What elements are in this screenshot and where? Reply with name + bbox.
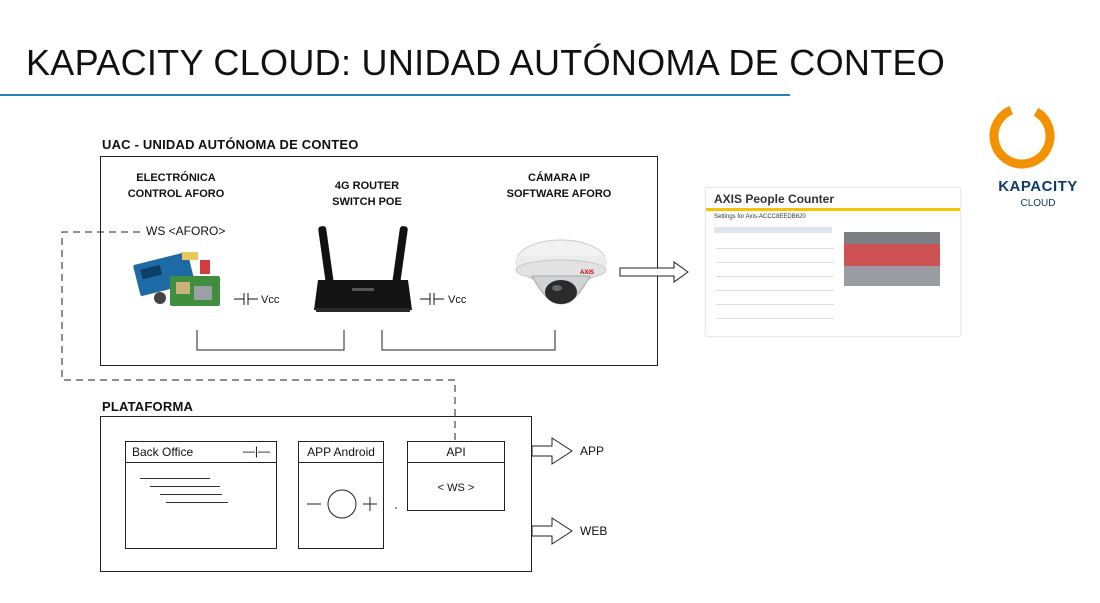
electronica-label: ELECTRÓNICA CONTROL AFORO bbox=[120, 170, 232, 202]
app-android-window: APP Android bbox=[298, 441, 384, 549]
axis-camera-preview bbox=[844, 232, 940, 286]
plataforma-container bbox=[100, 416, 532, 572]
text-line bbox=[150, 486, 220, 487]
electronica-line2: CONTROL AFORO bbox=[127, 188, 225, 200]
vcc-label-2: Vcc bbox=[448, 294, 467, 306]
text-line bbox=[166, 502, 228, 503]
axis-people-counter-screenshot: AXIS People Counter Settings for Axis-AC… bbox=[706, 188, 960, 336]
backoffice-titlebar: Back Office —|— bbox=[126, 442, 276, 463]
kapacity-logo-name: KAPACITY bbox=[998, 178, 1078, 195]
app-android-titlebar: APP Android bbox=[299, 442, 383, 463]
svg-text:AXIS: AXIS bbox=[580, 270, 594, 276]
output-web-label: WEB bbox=[580, 524, 608, 538]
axis-setting-row bbox=[716, 254, 834, 263]
ws-aforo-label: WS <AFORO> bbox=[146, 224, 226, 238]
kapacity-logo: KAPACITY CLOUD bbox=[986, 98, 1090, 214]
vcc-label-1: Vcc bbox=[261, 294, 280, 306]
electronica-line1: ELECTRÓNICA bbox=[136, 172, 216, 184]
app-android-title: APP Android bbox=[307, 445, 375, 459]
kapacity-logo-sub: CLOUD bbox=[1020, 198, 1056, 209]
output-app-label: APP bbox=[580, 444, 605, 458]
text-line bbox=[140, 478, 210, 479]
router-line1: 4G ROUTER bbox=[334, 180, 400, 192]
uac-heading: UAC - UNIDAD AUTÓNOMA DE CONTEO bbox=[102, 137, 359, 152]
title-underline bbox=[0, 94, 790, 96]
axis-title: AXIS People Counter bbox=[714, 192, 835, 206]
page-title: KAPACITY CLOUD: UNIDAD AUTÓNOMA DE CONTE… bbox=[26, 42, 946, 83]
axis-section-bar bbox=[714, 227, 832, 233]
axis-setting-row bbox=[716, 296, 834, 305]
ip-camera-icon: AXIS bbox=[515, 239, 607, 305]
backoffice-window: Back Office —|— bbox=[125, 441, 277, 549]
axis-subtitle: Settings for Axis-ACCC8EEDB620 bbox=[714, 214, 806, 220]
camara-line1: CÁMARA IP bbox=[528, 172, 590, 184]
axis-accent-bar bbox=[706, 208, 960, 211]
app-widget-icon bbox=[307, 489, 377, 519]
axis-setting-row bbox=[716, 240, 834, 249]
uac-container bbox=[100, 156, 658, 366]
router-label: 4G ROUTER SWITCH POE bbox=[322, 178, 412, 210]
camara-label: CÁMARA IP SOFTWARE AFORO bbox=[494, 170, 624, 202]
router-icon bbox=[314, 226, 412, 312]
api-title: API bbox=[446, 445, 466, 459]
axis-setting-row bbox=[716, 282, 834, 291]
router-line2: SWITCH POE bbox=[332, 196, 402, 208]
capacitor-icon bbox=[234, 293, 258, 305]
api-titlebar: API bbox=[408, 442, 504, 463]
capacitor-icon bbox=[420, 293, 444, 305]
axis-setting-row bbox=[716, 310, 834, 319]
kapacity-ring-icon bbox=[989, 103, 1055, 169]
api-window: API < WS > bbox=[407, 441, 505, 511]
text-line bbox=[160, 494, 222, 495]
axis-setting-row bbox=[716, 268, 834, 277]
api-ws-label: < WS > bbox=[437, 482, 475, 494]
backoffice-window-controls: —|— bbox=[242, 444, 270, 458]
backoffice-title: Back Office bbox=[132, 445, 194, 459]
camara-line2: SOFTWARE AFORO bbox=[506, 188, 612, 200]
plataforma-heading: PLATAFORMA bbox=[102, 399, 194, 414]
electronics-board-icon bbox=[133, 252, 220, 306]
